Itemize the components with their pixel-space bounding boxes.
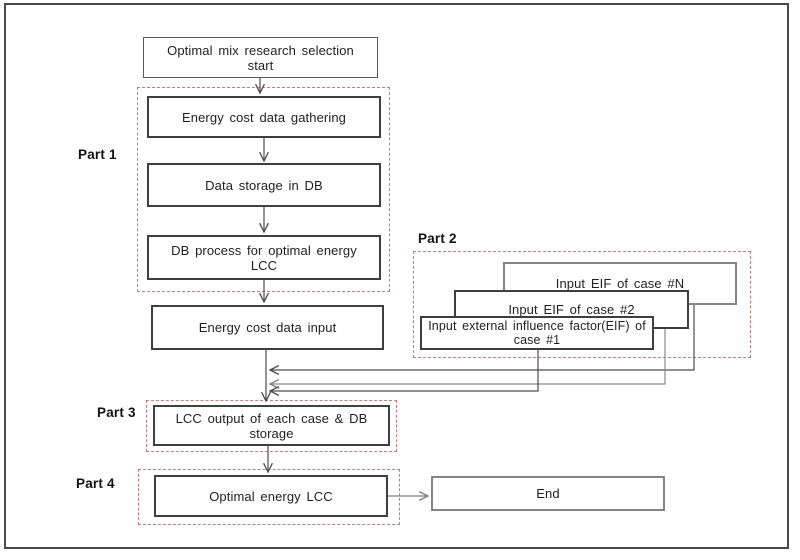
part3-group-outline [146, 400, 397, 452]
node-lcc-output-label: LCC output of each case & DB storage [175, 410, 368, 441]
node-end-label: End [536, 486, 560, 501]
node-lcc-output-db-storage: LCC output of each case & DB storage [153, 405, 390, 446]
part4-label: Part 4 [76, 476, 115, 491]
part2-group-outline [413, 251, 751, 358]
node-end: End [431, 476, 665, 511]
node-input-eif-case-1: Input external influence factor(EIF) of … [420, 316, 654, 350]
node-start: Optimal mix research selection start [143, 37, 378, 78]
node-case-n-label: Input EIF of case #N [555, 276, 685, 291]
outer-border [4, 3, 789, 549]
node-case-1-label: Input external influence factor(EIF) of … [428, 319, 646, 347]
node-storage-label: Data storage in DB [205, 177, 323, 193]
node-optimal-energy-lcc: Optimal energy LCC [154, 475, 388, 517]
node-gathering-label: Energy cost data gathering [182, 109, 346, 125]
part2-label: Part 2 [418, 231, 457, 246]
node-db-process-optimal-energy-lcc: DB process for optimal energy LCC [147, 235, 381, 280]
node-energy-cost-data-gathering: Energy cost data gathering [147, 96, 381, 138]
part3-label: Part 3 [97, 405, 136, 420]
node-optimal-lcc-label: Optimal energy LCC [209, 488, 333, 504]
node-case-2-label: Input EIF of case #2 [508, 302, 635, 317]
node-start-label: Optimal mix research selection start [167, 42, 354, 73]
node-energy-cost-data-input: Energy cost data input [151, 305, 384, 350]
node-data-storage-in-db: Data storage in DB [147, 163, 381, 207]
node-db-process-label: DB process for optimal energy LCC [171, 242, 357, 273]
part1-label: Part 1 [78, 147, 117, 162]
node-input-label: Energy cost data input [198, 320, 337, 335]
